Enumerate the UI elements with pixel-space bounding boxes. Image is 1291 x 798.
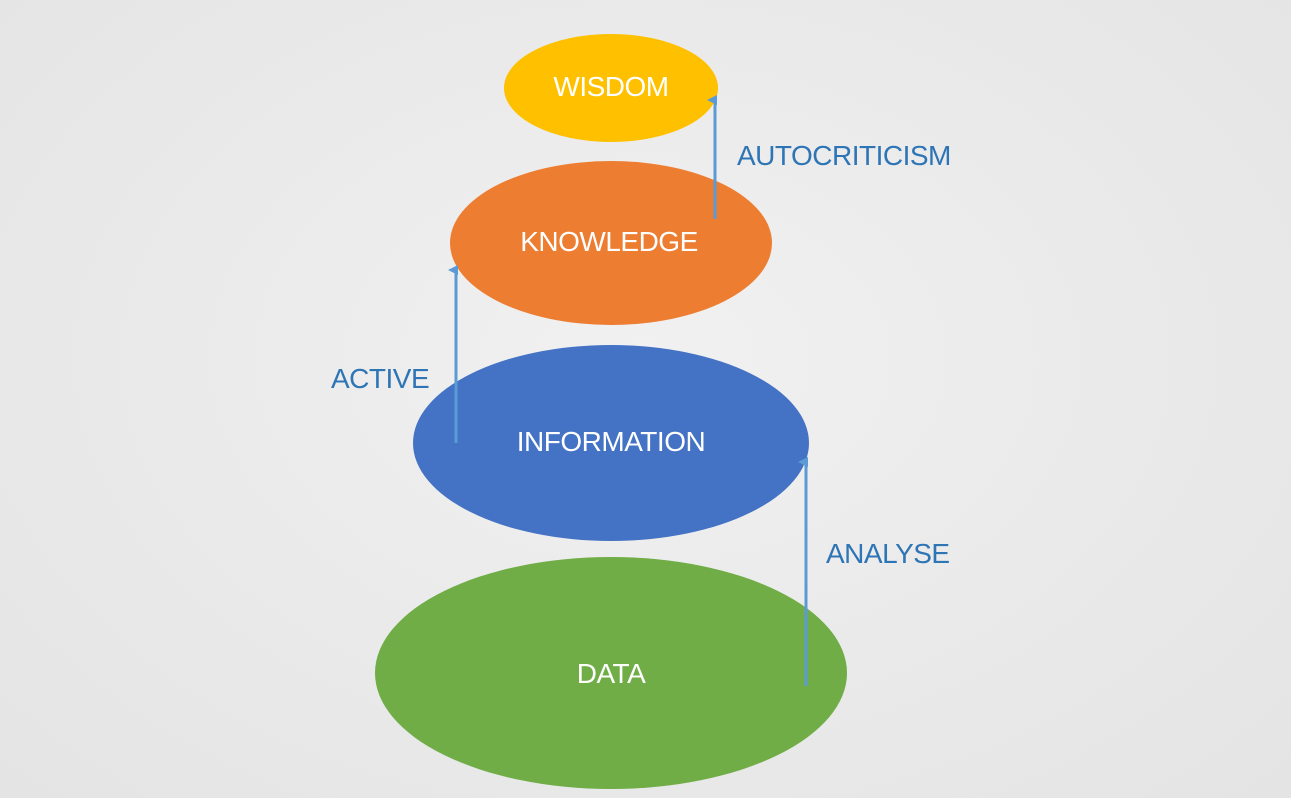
- analyse-label: ANALYSE: [826, 538, 950, 569]
- information-node: [413, 345, 809, 541]
- data-label: DATA: [577, 658, 646, 689]
- knowledge-node: [450, 161, 772, 325]
- autocriticism-label: AUTOCRITICISM: [737, 140, 951, 171]
- active-label: ACTIVE: [331, 363, 429, 394]
- wisdom-label: WISDOM: [553, 71, 668, 102]
- data-node: [375, 557, 847, 789]
- wisdom-node: [504, 34, 718, 142]
- knowledge-label: KNOWLEDGE: [520, 226, 698, 257]
- information-label: INFORMATION: [517, 426, 705, 457]
